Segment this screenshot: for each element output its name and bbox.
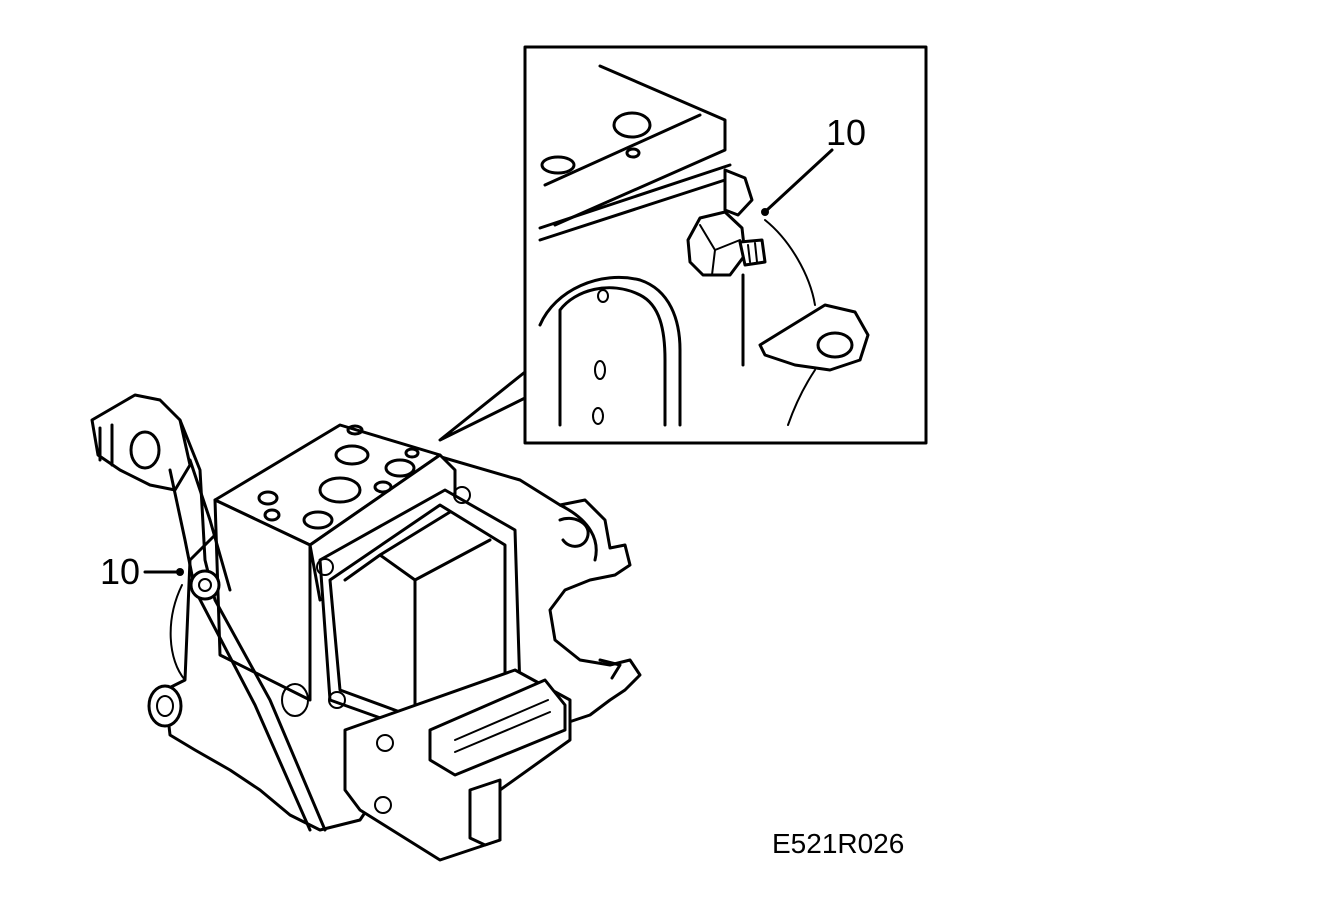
- ground-terminal: [169, 569, 221, 681]
- callout-main: 10: [100, 551, 184, 592]
- connector-pins: [454, 699, 551, 753]
- mounting-bolt: [147, 684, 183, 728]
- connector-socket: [428, 678, 567, 777]
- brake-line-ports: [257, 424, 420, 530]
- figure-code: E521R026: [772, 828, 904, 859]
- inset-pointer: [438, 370, 527, 442]
- callout-main-label: 10: [100, 551, 140, 592]
- detail-inset: 10: [438, 45, 928, 445]
- ground-cable: [90, 393, 327, 832]
- callout-inset-label: 10: [826, 112, 866, 153]
- inset-frame: [523, 45, 928, 445]
- ground-nut: [686, 168, 767, 277]
- abs-hydraulic-unit: [90, 393, 642, 862]
- cable-lug: [758, 219, 870, 426]
- cable-plug: [90, 393, 192, 492]
